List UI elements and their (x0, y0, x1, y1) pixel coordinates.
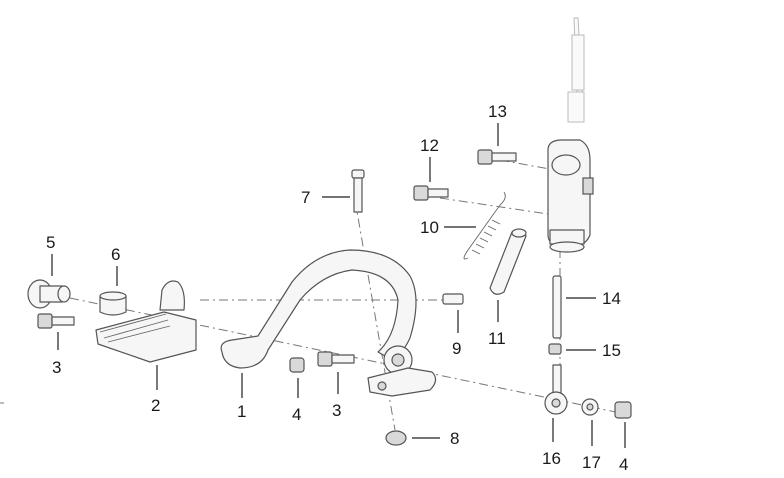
part-14-rod (552, 275, 562, 339)
part-4-nut-right (614, 401, 632, 419)
callout-17: 17 (582, 453, 601, 472)
part-17-washer (581, 398, 599, 416)
part-3-bolt-left (37, 313, 75, 329)
part-4-nut-center (289, 357, 305, 373)
callout-9: 9 (452, 339, 461, 358)
callout-12: 12 (420, 136, 439, 155)
callout-13: 13 (488, 102, 507, 121)
part-11-sleeve (489, 228, 527, 295)
leader-lines (51, 123, 626, 448)
callout-15: 15 (602, 341, 621, 360)
callout-4-right: 4 (619, 455, 628, 474)
callout-labels: 1 2 3 3 4 4 5 6 7 8 9 10 11 12 13 14 15 … (46, 102, 628, 474)
part-13-bolt (477, 149, 517, 165)
callout-10: 10 (420, 218, 439, 237)
callout-8: 8 (450, 429, 459, 448)
brake-master-cylinder (547, 17, 594, 253)
callout-14: 14 (602, 289, 621, 308)
callout-6: 6 (111, 245, 120, 264)
callout-16: 16 (542, 449, 561, 468)
part-10-spring (463, 191, 506, 260)
part-5-nut (27, 279, 71, 309)
callout-3-left: 3 (52, 358, 61, 377)
callout-1: 1 (237, 402, 246, 421)
part-12-bolt (413, 185, 449, 201)
callout-3-right: 3 (332, 401, 341, 420)
callout-11: 11 (488, 329, 506, 348)
part-2-footpeg (95, 280, 197, 363)
part-8-nut (385, 430, 407, 446)
callout-2: 2 (151, 396, 160, 415)
assembly-axes (0, 159, 631, 431)
part-9-fitting (442, 293, 464, 305)
part-3-bolt-right (317, 351, 355, 367)
part-7-pin (351, 169, 365, 213)
callout-5: 5 (46, 233, 55, 252)
part-15-nut (548, 343, 562, 355)
part-1-brake-pedal (220, 249, 437, 397)
part-16-clevis (544, 364, 568, 415)
part-6-sleeve (99, 291, 127, 316)
callout-4-center: 4 (292, 405, 301, 424)
callout-7: 7 (301, 188, 310, 207)
